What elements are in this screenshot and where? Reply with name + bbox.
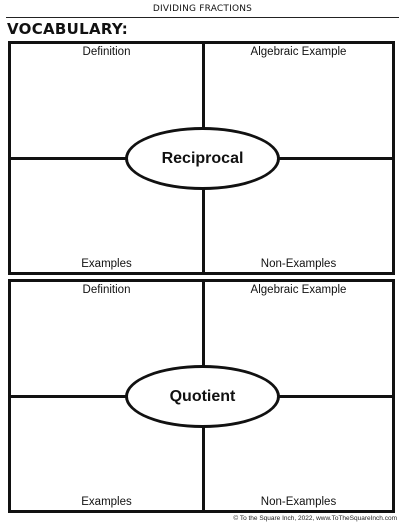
vocabulary-term: Quotient bbox=[169, 387, 236, 405]
frayer-model-reciprocal: Definition Algebraic Example Examples No… bbox=[8, 41, 395, 275]
header-divider bbox=[6, 17, 399, 18]
vocabulary-heading: VOCABULARY: bbox=[7, 20, 129, 38]
page-header-title: Dividing Fractions bbox=[152, 4, 253, 14]
quadrant-label-algebraic-example: Algebraic Example bbox=[250, 46, 347, 58]
frayer-model-quotient: Definition Algebraic Example Examples No… bbox=[8, 279, 395, 513]
vocabulary-term: Reciprocal bbox=[161, 149, 244, 167]
center-oval: Reciprocal bbox=[125, 127, 280, 190]
quadrant-label-algebraic-example: Algebraic Example bbox=[250, 284, 347, 296]
quadrant-label-definition: Definition bbox=[82, 284, 131, 296]
copyright-footer: © To the Square Inch, 2022, www.ToTheSqu… bbox=[233, 515, 397, 522]
quadrant-label-non-examples: Non-Examples bbox=[260, 258, 337, 270]
center-oval: Quotient bbox=[125, 365, 280, 428]
quadrant-label-examples: Examples bbox=[81, 258, 132, 270]
quadrant-label-examples: Examples bbox=[81, 496, 132, 508]
quadrant-label-non-examples: Non-Examples bbox=[260, 496, 337, 508]
quadrant-label-definition: Definition bbox=[82, 46, 131, 58]
